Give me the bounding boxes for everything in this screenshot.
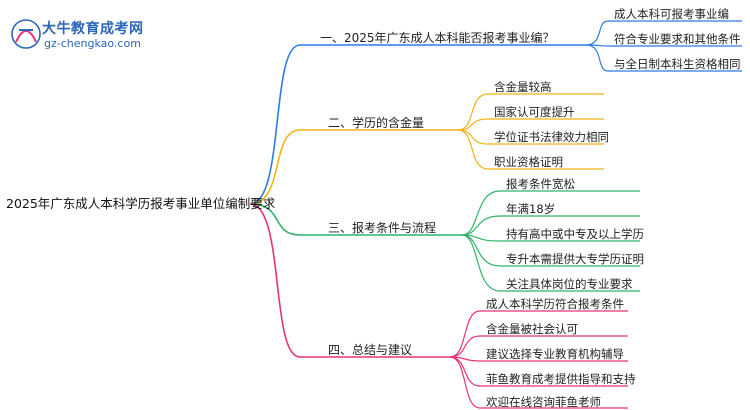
root-to-branch-4-curve (249, 203, 301, 358)
branch-4-label: 四、总结与建议 (328, 343, 413, 357)
branch-4-leaf-1-curve (449, 310, 481, 358)
branch-2-leaf-1: 含金量较高 (494, 80, 552, 94)
root-to-branch-2-curve (249, 129, 301, 205)
branch-1-leaf-3: 与全日制本科生资格相同 (614, 57, 741, 71)
branch-4-leaf-3: 建议选择专业教育机构辅导 (486, 347, 624, 361)
branch-2-leaf-2-curve (457, 118, 489, 131)
branch-3-leaf-5: 关注具体岗位的专业要求 (506, 277, 633, 291)
branch-2-leaf-4: 职业资格证明 (494, 155, 563, 169)
branch-4-leaf-1: 成人本科学历符合报考条件 (486, 297, 624, 311)
branch-3-leaf-5-curve (461, 234, 501, 292)
branch-2-label: 二、学历的含金量 (328, 116, 425, 130)
logo-title: 大牛教育成考网 (42, 21, 144, 37)
branch-4-leaf-2-curve (449, 335, 481, 358)
branch-4-leaf-2: 含金量被社会认可 (486, 322, 578, 336)
branch-4-leaf-4: 菲鱼教育成考提供指导和支持 (486, 372, 636, 386)
root-to-branch-1-curve (249, 44, 301, 205)
logo-icon (11, 19, 41, 49)
branch-3-leaf-3: 持有高中或中专及以上学历 (506, 227, 644, 241)
branch-1-leaf-2: 符合专业要求和其他条件 (614, 32, 741, 46)
branch-1-leaf-1: 成人本科可报考事业编 (614, 7, 729, 21)
branch-2-leaf-2: 国家认可度提升 (494, 105, 575, 119)
root-topic: 2025年广东成人本科学历报考事业单位编制要求 (6, 196, 276, 211)
branch-2-leaf-1-curve (457, 93, 489, 131)
branch-2-leaf-4-curve (457, 129, 489, 170)
branch-1-leaf-1-curve (585, 20, 609, 46)
logo-url: gz-chengkao.com (44, 37, 141, 50)
branch-1-leaf-3-curve (585, 44, 609, 72)
branch-3-leaf-2: 年满18岁 (506, 202, 556, 216)
branch-3-leaf-1: 报考条件宽松 (506, 177, 575, 191)
branch-3-leaf-4-curve (461, 234, 501, 267)
branch-3-leaf-1-curve (461, 190, 501, 236)
branch-3-label: 三、报考条件与流程 (328, 221, 437, 235)
branch-2-leaf-3: 学位证书法律效力相同 (494, 130, 609, 144)
branch-1-label: 一、2025年广东成人本科能否报考事业编？ (320, 31, 555, 45)
branch-2-leaf-3-curve (457, 129, 489, 145)
logo[interactable]: 大牛教育成考网 gz-chengkao.com (4, 16, 164, 56)
branch-4-leaf-5: 欢迎在线咨询菲鱼老师 (486, 395, 601, 409)
branch-3-leaf-4: 专升本需提供大专学历证明 (506, 252, 644, 266)
branch-3-leaf-2-curve (461, 215, 501, 236)
branch-4-leaf-5-curve (449, 356, 481, 409)
root-to-branch-3-curve (249, 203, 301, 236)
